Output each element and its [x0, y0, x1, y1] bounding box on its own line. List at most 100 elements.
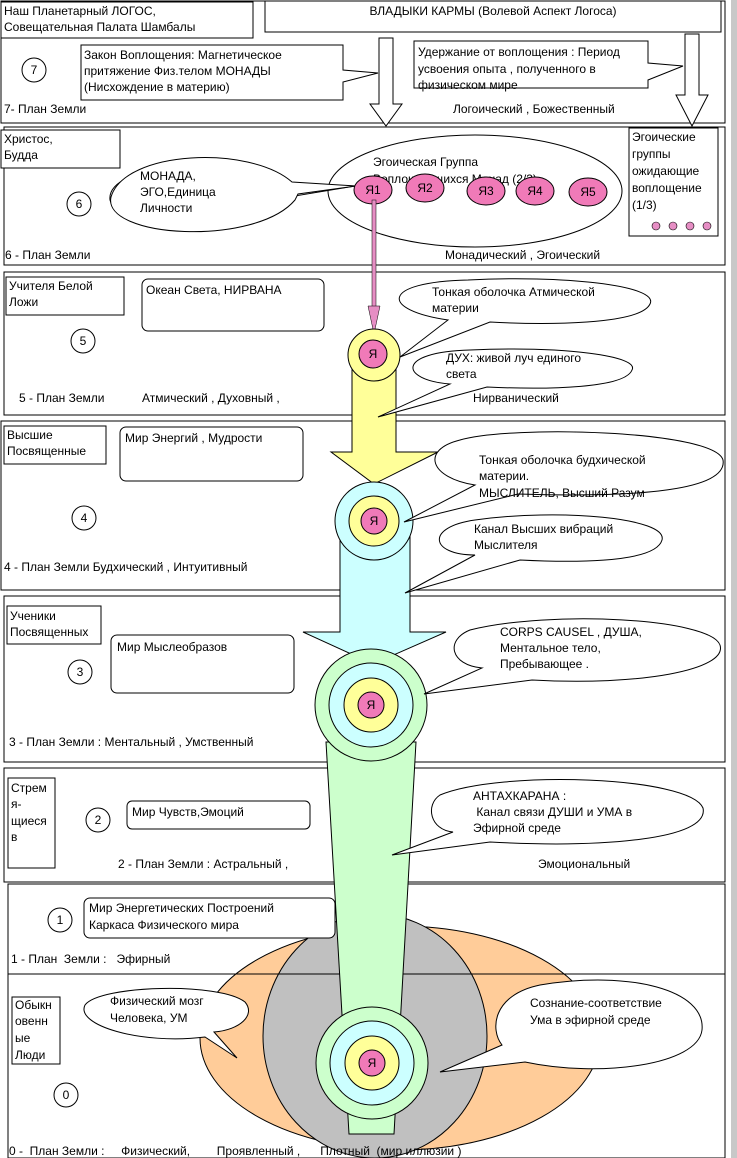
causal-self-core [357, 691, 385, 719]
monad-descent-line [371, 199, 377, 319]
plane-4-number-circle [71, 505, 97, 531]
monad-callout-line-1: МОНАДА, [140, 169, 196, 183]
etheric-consciousness-callout [439, 979, 703, 1073]
atmic-self-core [358, 339, 388, 369]
monad-label: Я2 [417, 181, 433, 195]
plane-6-type: Монадический , Эгоический [445, 248, 600, 262]
monad-descent-arrowhead [367, 305, 381, 335]
plane-6-label: 6 - План Земли [5, 248, 90, 262]
egoic-group-line-1: Эгоическая Группа [373, 155, 478, 169]
plane-5-world-box [141, 278, 325, 332]
plane-0-beings-line-1: Обыкн [15, 998, 52, 1012]
plane-2-beings-line-1: Стрем [11, 781, 47, 795]
plane-2-type-right: Эмоциональный [538, 857, 630, 871]
plane-2-beings-box [7, 777, 56, 869]
plane-0-number: 0 [63, 1088, 70, 1102]
retention-callout-shape [413, 40, 684, 89]
thinker-callout [403, 431, 724, 523]
retention-arrow [675, 33, 709, 128]
plane-2-beings-line-2: я- [11, 797, 22, 811]
etheric-callout-line-2: Ума в эфирной среде [530, 1013, 651, 1027]
logos-box [0, 1, 254, 39]
right-edge-scrollbar[interactable] [731, 0, 737, 1158]
monad-oval [515, 176, 555, 206]
plane-6-number: 6 [76, 197, 83, 211]
incarnation-arrow [369, 37, 403, 127]
plane-5-beings-line-2: Ложи [9, 295, 38, 309]
antahkarana-callout-line-3: Эфирной среде [473, 821, 561, 835]
plane-4-world: Мир Энергий , Мудрости [125, 431, 262, 445]
plane-2-number-circle [85, 807, 111, 833]
incarnation-callout-line-2: притяжение Физ.телом МОНАДЫ [84, 64, 271, 78]
plane-4-beings-line-2: Посвященные [7, 444, 86, 458]
plane-0-beings-line-4: Люди [15, 1048, 45, 1062]
retention-callout-line-1: Удержание от воплощения : Период [418, 45, 620, 59]
causal-callout-line-2: Ментальное тело, [500, 641, 601, 655]
monad-label: Я5 [580, 185, 596, 199]
plane-6-beings-box [0, 129, 121, 169]
waiting-monad-dots [651, 221, 712, 231]
waiting-groups-line: ожидающие [632, 164, 700, 178]
waiting-monad-dot [702, 221, 712, 231]
monad-callout-line-3: Личности [140, 201, 192, 215]
plane-7-label: 7- План Земли [4, 102, 86, 116]
monad-callout-bubble [110, 157, 357, 233]
plane-4-beings-box [3, 425, 107, 465]
plane-1-world-box [83, 897, 336, 939]
karma-box [264, 0, 722, 33]
buddhic-self-core [360, 507, 388, 535]
plane-4-label: 4 - План Земли Будхический , Интуитивный [4, 560, 247, 574]
plane-1-world-line-1: Мир Энергетических Построений [89, 901, 274, 915]
atmic-sheath-callout [399, 278, 652, 358]
plane-0-beings-line-2: овенн [15, 1014, 48, 1028]
plane-2-number: 2 [95, 813, 102, 827]
antahkarana-callout-line-1: АНТАХКАРАНА : [473, 789, 566, 803]
waiting-monad-dot [651, 221, 661, 231]
causal-callout-line-3: Пребывающее . [500, 657, 589, 671]
plane-3-number: 3 [77, 665, 84, 679]
spirit-callout-line-2: света [446, 367, 477, 381]
plane-7-number-circle [21, 57, 47, 83]
plane-5-beings-line-1: Учителя Белой [9, 279, 93, 293]
waiting-groups-line: группы [632, 147, 671, 161]
waiting-monad-dot [668, 221, 678, 231]
thinker-callout-line-1: Тонкая оболочка будхической [479, 453, 646, 467]
higher-channel-callout-line-2: Мыслителя [474, 538, 537, 552]
plane-5-number-circle [70, 328, 96, 354]
plane-5-type-right: Нирванический [473, 391, 559, 405]
egoic-group-line-2: Воплощающихся Монад (2/3) [373, 172, 537, 186]
physical-brain-callout [83, 987, 250, 1059]
plane-1-label: 1 - План Земли : Эфирный [11, 952, 170, 966]
atmic-sheath-callout-line-1: Тонкая оболочка Атмической [432, 285, 595, 299]
plane-7-type: Логоический , Божественный [453, 102, 615, 116]
plane-0-beings-line-3: ые [15, 1031, 31, 1045]
incarnation-callout-line-1: Закон Воплощения: Магнетическое [84, 48, 282, 62]
logos-label-line-2: Совещательная Палата Шамбалы [4, 20, 195, 34]
waiting-groups-line: (1/3) [632, 198, 657, 212]
plane-6-beings-line-1: Христос, [4, 132, 53, 146]
plane-5-world: Океан Света, НИРВАНА [146, 283, 282, 297]
plane-4-number: 4 [81, 511, 88, 525]
waiting-monad-dot [685, 221, 695, 231]
waiting-groups-line: Эгоические [632, 130, 696, 144]
higher-channel-callout-line-1: Канал Высших вибраций [474, 522, 613, 536]
plane-3-label: 3 - План Земли : Ментальный , Умственный [9, 735, 253, 749]
plane-6-number-circle [66, 191, 92, 217]
plane-0-beings-box [11, 996, 61, 1065]
physical-self-label: Я [368, 1056, 377, 1070]
plane-3-number-circle [67, 659, 93, 685]
incarnation-callout-line-3: (Нисхождение в материю) [84, 80, 230, 94]
antahkarana-callout-line-2: Канал связи ДУШИ и УМА в [473, 805, 632, 819]
causal-body-callout [423, 618, 721, 695]
plane-5-label: 5 - План Земли [19, 391, 104, 405]
plane-5-beings-box [5, 276, 125, 316]
plane-0-label: 0 - План Земли : Физический, Проявленный… [9, 1144, 461, 1158]
plane-3-beings-line-1: Ученики [10, 609, 56, 623]
thinker-callout-line-3: МЫСЛИТЕЛЬ, Высший Разум [479, 486, 645, 500]
plane-6-frame [3, 126, 726, 266]
buddhic-self-label: Я [370, 514, 379, 528]
spirit-callout-line-1: ДУХ: живой луч единого [446, 351, 581, 365]
monad-oval [405, 173, 445, 203]
